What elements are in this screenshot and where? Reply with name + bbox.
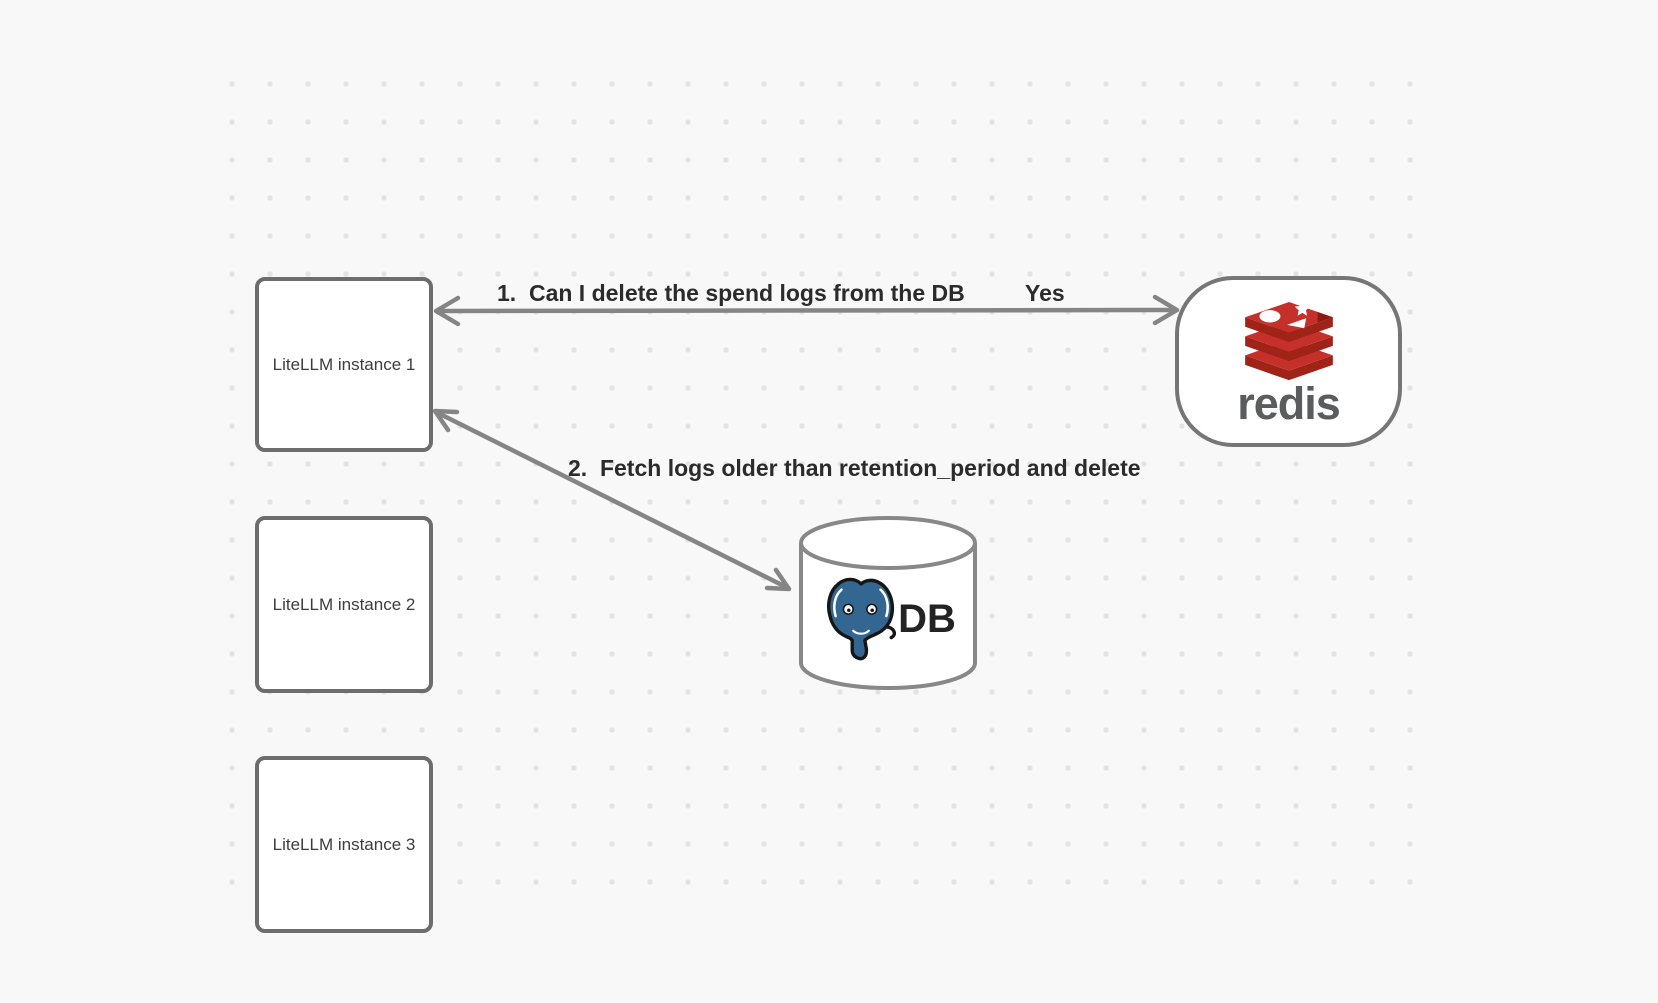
postgresql-elephant-icon: [827, 577, 897, 661]
redis-logo-icon: [1244, 301, 1333, 380]
db-label: DB: [898, 596, 956, 641]
redis-wordmark: redis: [1237, 377, 1341, 429]
litellm-instance-2-label: LiteLLM instance 2: [272, 594, 416, 614]
litellm-instance-3-label: LiteLLM instance 3: [272, 834, 416, 854]
edge1-response-label[interactable]: Yes: [1025, 280, 1065, 306]
edge2-label[interactable]: 2. Fetch logs older than retention_perio…: [568, 455, 1141, 481]
edge1-label[interactable]: 1. Can I delete the spend logs from the …: [497, 280, 965, 306]
redis-node[interactable]: redis: [1175, 276, 1402, 447]
litellm-instance-3-node[interactable]: LiteLLM instance 3: [255, 756, 433, 933]
litellm-instance-1-node[interactable]: LiteLLM instance 1: [255, 277, 433, 452]
litellm-instance-1-label: LiteLLM instance 1: [272, 354, 416, 374]
arrow-instance1-redis[interactable]: [433, 294, 1180, 327]
db-cylinder-node[interactable]: DB: [798, 515, 978, 692]
arrow-instance1-db[interactable]: [432, 408, 792, 592]
litellm-instance-2-node[interactable]: LiteLLM instance 2: [255, 516, 433, 693]
